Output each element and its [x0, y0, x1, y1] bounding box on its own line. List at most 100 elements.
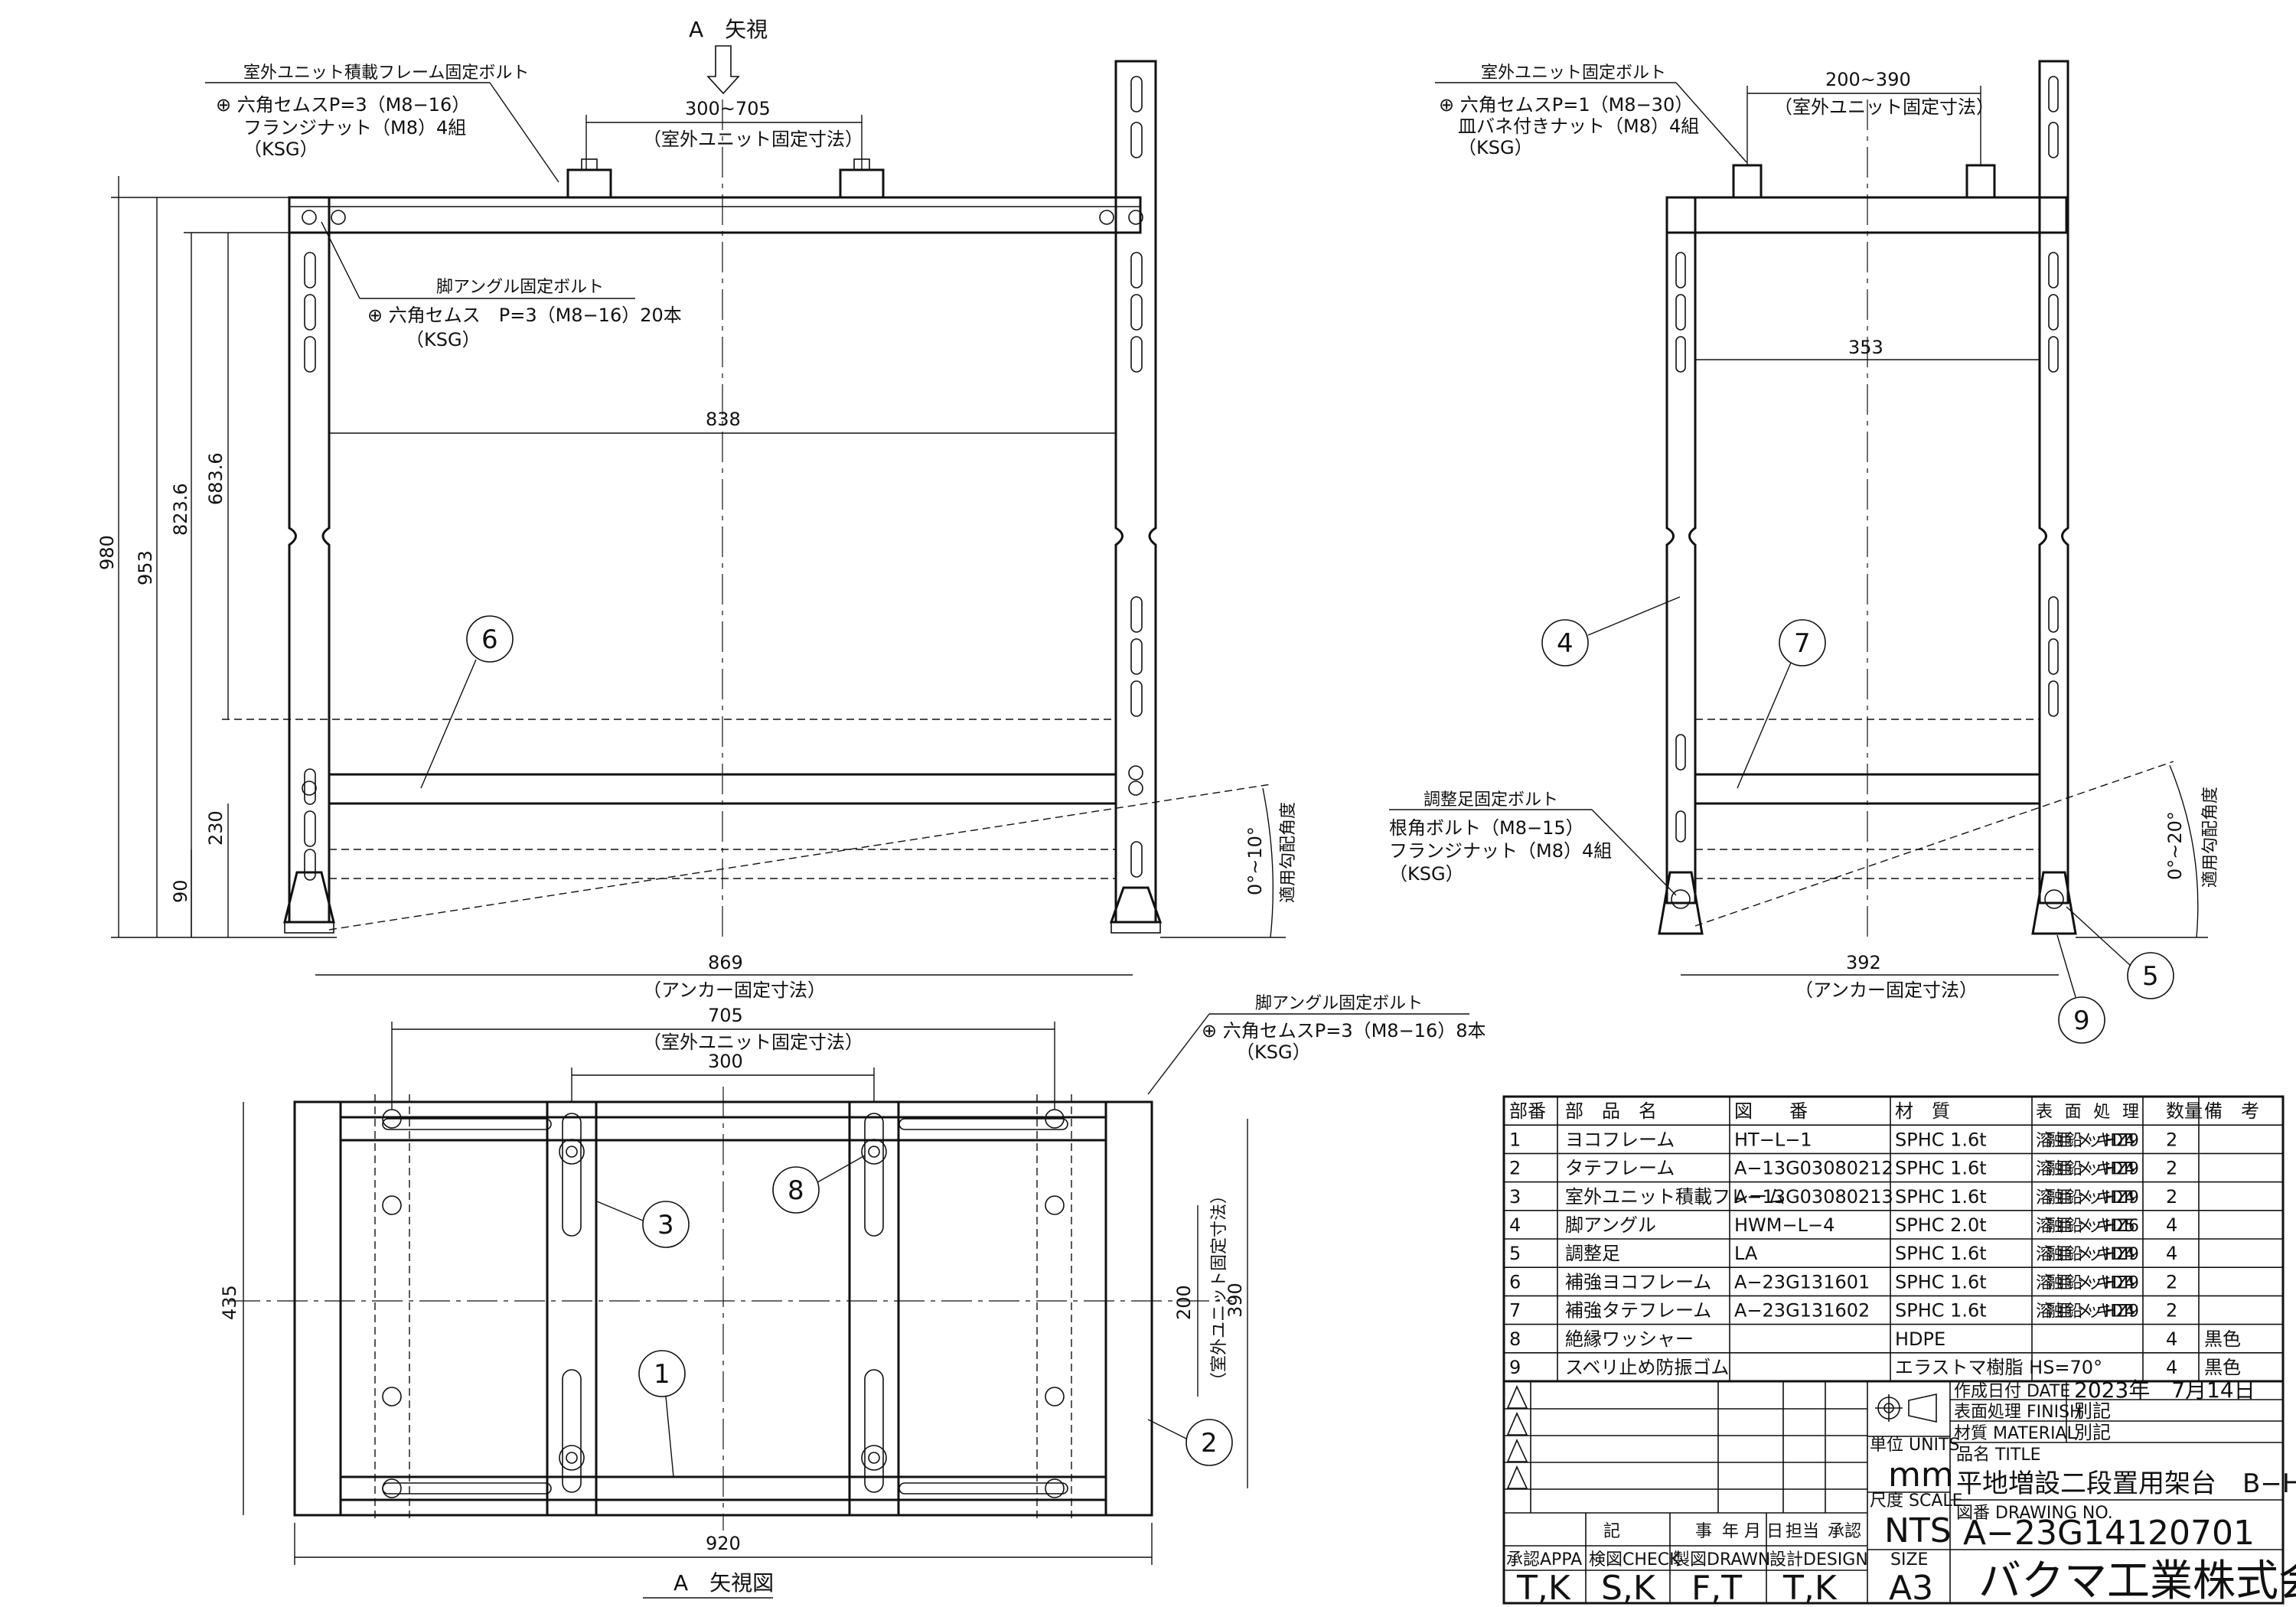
dim-683-6: 683.6 — [205, 452, 227, 505]
table-cell: 4 — [2166, 1243, 2177, 1264]
side-angle-arc — [2169, 764, 2199, 938]
side-slope-line — [1694, 761, 2174, 927]
table-cell: ヨコフレーム — [1565, 1129, 1675, 1150]
side-angle: 0°~20° — [2164, 811, 2186, 880]
side-unit-bolt-left — [1732, 164, 1763, 199]
dim-823-6: 823.6 — [170, 483, 191, 536]
table-cell: スベリ止め防振ゴム — [1565, 1357, 1729, 1378]
title-value: 平地増設二段置用架台 B−HMF−L4 — [1956, 1468, 2296, 1499]
table-header-cell: 図 番 — [1734, 1100, 1808, 1122]
table-cell: A−13G03080213 — [1734, 1186, 1893, 1208]
table-header-cell: 表面処理 — [2036, 1103, 2139, 1122]
finish-label: 表面処理 FINISH — [1954, 1403, 2082, 1422]
left-leg — [288, 197, 331, 924]
callout-2 — [1186, 1419, 1233, 1466]
bolt-circle — [1099, 210, 1114, 225]
plan-view: 705 （室外ユニット固定寸法） 300 脚アングル固定ボルト ⊕ 六角セムスP… — [219, 994, 1486, 1599]
callout-5 — [2127, 952, 2174, 999]
sign-label-check: 検図CHECK — [1589, 1550, 1681, 1570]
dim-230: 230 — [205, 810, 227, 846]
leader-line — [2056, 934, 2076, 998]
callout-1 — [638, 1350, 686, 1397]
dim-90: 90 — [170, 879, 191, 903]
dim-width: 838 — [706, 409, 741, 430]
date-label: 作成日付 DATE — [1954, 1382, 2070, 1401]
right-leg — [1114, 60, 1157, 924]
right-leg-slots — [1130, 76, 1143, 878]
unit-bracket-right — [839, 168, 885, 199]
date-value: 2023年 7月14日 — [2074, 1377, 2255, 1403]
title-block: 記 事 年 月 日 担当 承認 承認APPA 検図CHECK 製図DRAWN 設… — [1502, 1377, 2296, 1607]
table-header-cell: 部番 — [1509, 1100, 1546, 1122]
angle-arc — [1262, 787, 1274, 938]
adj-spec2: フランジナット（M8）4組 — [1389, 840, 1612, 862]
leader-line — [420, 659, 477, 789]
side-dim-inner: 353 — [1848, 337, 1883, 358]
sign-value-design: T,K — [1782, 1569, 1838, 1607]
table-cell: A−23G131601 — [1734, 1271, 1870, 1292]
table-cell: 調整足 — [1565, 1243, 1620, 1264]
table-cell: 補強ヨコフレーム — [1565, 1271, 1711, 1292]
table-cell: 溶融亜鉛メッキ HDZT49 — [2036, 1245, 2139, 1264]
plan-leg-bolt-spec1: ⊕ 六角セムスP=3（M8−16）8本 — [1202, 1020, 1486, 1041]
leg-bolt-spec1: ⊕ 六角セムス P=3（M8−16）20本 — [367, 305, 682, 326]
table-cell: 2 — [1509, 1158, 1521, 1179]
callout-8-label: 8 — [788, 1175, 804, 1206]
table-cell: 黒色 — [2204, 1357, 2241, 1378]
side-bolt-spec2: 皿バネ付きナット（M8）4組 — [1458, 116, 1699, 137]
table-cell: SPHC 2.0t — [1895, 1214, 1987, 1236]
table-cell: SPHC 1.6t — [1895, 1243, 1987, 1264]
callout-9 — [2058, 996, 2105, 1044]
table-cell: 8 — [1509, 1328, 1521, 1350]
adj-spec3: （KSG） — [1389, 863, 1464, 885]
callout-3-label: 3 — [657, 1210, 674, 1240]
plan-slots — [382, 1113, 1068, 1495]
plan-leg-bolts — [382, 1109, 1065, 1498]
rev-col-1: 記 — [1603, 1522, 1620, 1541]
rev-col-2: 事 — [1695, 1522, 1712, 1541]
table-cell: 2 — [2166, 1129, 2177, 1150]
view-arrow-icon — [706, 45, 740, 95]
side-adjuster-right — [2031, 871, 2077, 935]
table-header-cell: 備 考 — [2204, 1100, 2259, 1122]
table-cell: 4 — [2166, 1357, 2177, 1378]
side-top-beam — [1665, 196, 2068, 234]
slope-line — [328, 784, 1271, 931]
leg-bolt-label: 脚アングル固定ボルト — [436, 278, 604, 297]
title-label: 品名 TITLE — [1956, 1446, 2041, 1465]
dim-anchor: 869 — [708, 952, 743, 973]
plan-dim-705-note: （室外ユニット固定寸法） — [643, 1032, 863, 1053]
callout-7 — [1779, 619, 1826, 667]
plan-side-frame-left — [293, 1100, 342, 1517]
table-cell: 溶融亜鉛メッキ HDZT56 — [2036, 1217, 2139, 1236]
left-leg-slots — [304, 252, 316, 881]
side-adjuster-left — [1658, 871, 1704, 935]
view-arrow-label: A 矢視 — [689, 17, 768, 42]
table-cell: エラストマ樹脂 HS=70° — [1895, 1357, 2102, 1378]
rev-col-4: 担当 — [1786, 1522, 1819, 1541]
bolt-circle — [302, 210, 317, 225]
leader-line — [1675, 82, 1747, 163]
bolt-circle — [1128, 765, 1143, 781]
callout-6 — [466, 615, 514, 663]
units-label: 単位 UNITS — [1870, 1436, 1959, 1455]
table-cell: 2 — [2166, 1300, 2177, 1322]
table-cell: 4 — [2166, 1328, 2177, 1350]
bolt-circle — [2044, 889, 2064, 909]
leader-line — [1147, 1419, 1187, 1439]
plan-side-frame-right — [1104, 1100, 1153, 1517]
side-leg-left — [1665, 197, 1697, 905]
adj-label: 調整足固定ボルト — [1424, 790, 1558, 810]
vertical-dimensions — [111, 176, 337, 938]
bolt-frame-spec3: （KSG） — [243, 139, 318, 160]
plan-dim-705: 705 — [708, 1005, 743, 1026]
plan-dim-200: 200 — [1173, 1285, 1195, 1320]
scale-value: NTS — [1884, 1511, 1952, 1550]
table-cell: 7 — [1509, 1300, 1521, 1322]
size-value: A3 — [1889, 1569, 1933, 1607]
plan-dashed-columns — [374, 1094, 1072, 1523]
table-cell: 黒色 — [2204, 1328, 2241, 1350]
callout-1-label: 1 — [654, 1359, 670, 1390]
